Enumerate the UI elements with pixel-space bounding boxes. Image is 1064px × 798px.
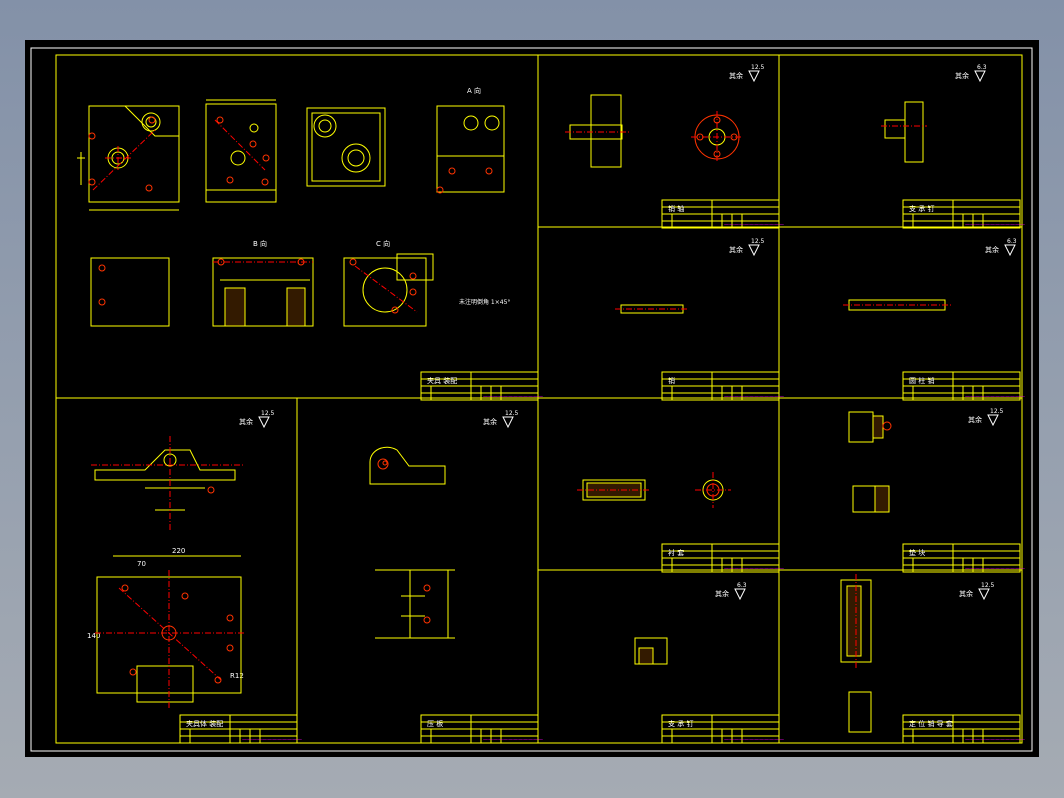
panel-1-centerlines	[92, 119, 418, 313]
section-b-label: B 向	[253, 239, 267, 248]
title-block-p9: 垫 块 ————————————	[902, 543, 1025, 573]
drawing-border	[55, 54, 1023, 744]
title-block-p1: 夹具 装配 ————————————	[420, 371, 543, 401]
roughness-value: 6.3	[737, 582, 747, 589]
footer-p3: ————————————	[965, 222, 1025, 228]
roughness-label: 其余	[239, 417, 253, 426]
chamfer-note: 未注明倒角 1×45°	[459, 298, 510, 306]
title-block-p8: 衬 套 ————————————	[661, 543, 784, 573]
cad-drawing-canvas[interactable]: A 向 B 向 C 向 未注明倒角 1×45° 220 140 70 R12	[25, 40, 1039, 757]
roughness-label: 其余	[715, 589, 729, 598]
panel-10-views[interactable]	[634, 637, 668, 665]
panel-3-views[interactable]	[884, 101, 924, 163]
roughness-value: 12.5	[261, 410, 275, 417]
dim-70: 70	[137, 560, 146, 568]
roughness-mark-p5: 其余 6.3	[985, 238, 1017, 257]
part-name-p7: 压 板	[427, 719, 443, 728]
panel-7-views[interactable]	[369, 446, 455, 639]
title-blocks: 夹具 装配 ———————————— 销 轴 ———————————— 其余 12.5 支 …	[179, 64, 1025, 744]
roughness-label: 其余	[729, 71, 743, 80]
title-block-p5: 圆 柱 销 ————————————	[902, 371, 1025, 401]
footer-p7: ————————————	[483, 737, 543, 743]
panel-2-centerlines	[565, 111, 743, 163]
panel-1-holes	[88, 116, 493, 314]
part-name-p10: 支 承 钉	[668, 719, 693, 728]
drawing-sheet[interactable]: A 向 B 向 C 向 未注明倒角 1×45° 220 140 70 R12	[25, 40, 1039, 757]
title-block-p10: 支 承 钉 ————————————	[661, 714, 784, 744]
dim-220: 220	[172, 547, 185, 555]
part-name-p11: 定 位 销 导 套	[909, 719, 953, 728]
part-name-p8: 衬 套	[668, 548, 684, 557]
part-name-p1: 夹具 装配	[427, 376, 457, 385]
roughness-value: 12.5	[751, 238, 765, 245]
dim-140: 140	[87, 632, 100, 640]
roughness-mark-p10: 其余 6.3	[715, 582, 747, 601]
panel-2-views[interactable]	[569, 94, 740, 168]
footer-p4: ————————————	[724, 394, 784, 400]
footer-p5: ————————————	[965, 394, 1025, 400]
roughness-mark-p11: 其余 12.5	[959, 582, 995, 601]
title-block-p6: 夹具体 装配 ————————————	[179, 714, 302, 744]
footer-p2: ————————————	[724, 222, 784, 228]
roughness-label: 其余	[483, 417, 497, 426]
part-name-p2: 销 轴	[668, 204, 684, 213]
panel-9-views[interactable]	[848, 411, 890, 513]
panel-7-holes	[382, 460, 431, 624]
title-block-p2: 销 轴 ————————————	[661, 199, 784, 229]
roughness-mark-p9: 其余 12.5	[968, 408, 1004, 427]
roughness-value: 6.3	[977, 64, 987, 71]
panel-6-holes	[121, 486, 234, 684]
title-block-p4: 销 ————————————	[661, 371, 784, 401]
roughness-label: 其余	[729, 245, 743, 254]
roughness-mark-p4: 其余 12.5	[729, 238, 765, 257]
part-name-p9: 垫 块	[909, 548, 925, 557]
roughness-value: 12.5	[505, 410, 519, 417]
part-name-p5: 圆 柱 销	[909, 376, 934, 385]
roughness-value: 12.5	[751, 64, 765, 71]
roughness-label: 其余	[968, 415, 982, 424]
roughness-mark-p2: 其余 12.5	[729, 64, 765, 83]
roughness-value: 12.5	[981, 582, 995, 589]
footer-p10: ————————————	[724, 737, 784, 743]
panel-4-views[interactable]	[615, 304, 689, 314]
panel-1-views[interactable]	[77, 99, 505, 327]
roughness-mark-p7: 其余 12.5	[483, 410, 519, 429]
section-a-label: A 向	[467, 86, 481, 95]
title-block-p11: 定 位 销 导 套 ————————————	[902, 714, 1025, 744]
sheet-outer-frame	[30, 47, 1033, 752]
title-block-p7: 压 板 ————————————	[420, 714, 543, 744]
dim-r12: R12	[230, 672, 244, 680]
panel-2-holes	[696, 116, 738, 158]
roughness-value: 6.3	[1007, 238, 1017, 245]
part-name-p3: 支 承 钉	[909, 204, 934, 213]
footer-p1: ————————————	[483, 394, 543, 400]
panel-9-holes	[882, 421, 892, 431]
panel-6-views[interactable]	[94, 449, 242, 703]
footer-p9: ————————————	[965, 566, 1025, 572]
footer-p6: ————————————	[242, 737, 302, 743]
part-name-p6: 夹具体 装配	[186, 719, 223, 728]
panel-5-views[interactable]	[843, 299, 951, 311]
roughness-label: 其余	[985, 245, 999, 254]
panel-6-centerlines	[91, 436, 245, 710]
footer-p8: ————————————	[724, 566, 784, 572]
panel-8-centerlines	[577, 472, 731, 508]
roughness-label: 其余	[955, 71, 969, 80]
roughness-value: 12.5	[990, 408, 1004, 415]
footer-p11: ————————————	[965, 737, 1025, 743]
title-block-p3: 支 承 钉 ————————————	[902, 199, 1025, 229]
roughness-mark-p6: 其余 12.5	[239, 410, 275, 429]
section-c-label: C 向	[376, 239, 390, 248]
roughness-mark-p3: 其余 6.3	[955, 64, 987, 83]
roughness-label: 其余	[959, 589, 973, 598]
part-name-p4: 销	[668, 376, 675, 385]
